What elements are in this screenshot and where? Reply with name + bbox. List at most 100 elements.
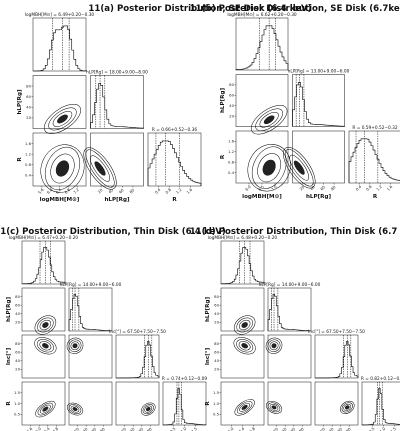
x-tick-label: 6.0 bbox=[46, 187, 54, 195]
cell-frame bbox=[314, 334, 359, 379]
corner-panel-1: 11(a) Posterior Distribution, SE Disk (6… bbox=[17, 4, 312, 203]
marginal-histogram bbox=[361, 388, 400, 426]
y-tick-label: 80 bbox=[229, 82, 234, 87]
x-tick-label: 1.0 bbox=[180, 426, 188, 431]
joint-cell bbox=[83, 132, 144, 190]
y-tick-label: 60 bbox=[15, 303, 20, 308]
x-tick-label: 60 bbox=[90, 426, 97, 431]
density-core bbox=[42, 322, 49, 328]
cell-frame bbox=[314, 381, 359, 426]
density-contour bbox=[265, 401, 283, 414]
y-tick-label: 80 bbox=[15, 341, 20, 346]
y-tick-label: 20 bbox=[229, 113, 234, 118]
parameter-estimate: logMBH[M⊙] = 6.47+0.20−0.20 bbox=[9, 235, 79, 241]
marginal-cell: Inc[°] = 67.50+7.50−7.50 bbox=[308, 329, 365, 379]
marginal-histogram bbox=[32, 25, 87, 72]
joint-cell bbox=[235, 130, 291, 192]
cell-frame bbox=[220, 287, 265, 332]
cell-frame bbox=[220, 240, 265, 285]
joint-cell bbox=[283, 130, 345, 189]
x-tick-label: 1.0 bbox=[379, 426, 387, 431]
marginal-histogram bbox=[21, 247, 66, 285]
x-tick-label: 60 bbox=[118, 187, 125, 194]
panel-title: 11(d) Posterior Distribution, Thin Disk … bbox=[190, 227, 400, 237]
joint-cell bbox=[66, 381, 113, 426]
density-contour bbox=[40, 144, 85, 193]
x-tick-label: 20 bbox=[120, 426, 127, 431]
cell-frame bbox=[292, 74, 345, 127]
y-tick-label: 60 bbox=[229, 93, 234, 98]
marginal-cell: hLP[Rg] = 14.00+9.00−6.00 bbox=[60, 282, 122, 332]
y-tick-label: 60 bbox=[15, 350, 20, 355]
x-tick-label: 5.6 bbox=[37, 187, 45, 195]
y-axis-label: Inc[°] bbox=[205, 347, 211, 365]
joint-cell bbox=[314, 381, 359, 426]
y-tick-label: 60 bbox=[214, 350, 219, 355]
cell-frame bbox=[235, 74, 289, 127]
marginal-histogram bbox=[90, 83, 144, 129]
parameter-estimate: logMBH[M⊙] = 6.49+0.20−0.30 bbox=[25, 12, 95, 18]
cell-frame bbox=[267, 334, 312, 379]
y-tick-label: 20 bbox=[214, 367, 219, 372]
corner-panel-4: 11(d) Posterior Distribution, Thin Disk … bbox=[190, 227, 400, 431]
cell-frame bbox=[32, 75, 87, 129]
x-axis-label: R bbox=[172, 197, 177, 203]
density-contour bbox=[267, 402, 281, 413]
y-tick-label: 1.6 bbox=[228, 139, 235, 144]
y-tick-label: 60 bbox=[214, 303, 219, 308]
marginal-histogram bbox=[348, 138, 400, 183]
density-contour bbox=[250, 105, 288, 135]
marginal-histogram bbox=[115, 341, 160, 379]
x-tick-label: 20 bbox=[97, 187, 104, 194]
density-contour bbox=[39, 341, 52, 351]
x-tick-label: 1.2 bbox=[375, 184, 383, 192]
density-core bbox=[241, 322, 248, 328]
y-tick-label: 0.4 bbox=[25, 173, 32, 178]
marginal-histogram bbox=[292, 82, 345, 127]
density-contour bbox=[37, 402, 54, 416]
density-contour bbox=[83, 147, 117, 190]
x-tick-label: 0.8 bbox=[164, 187, 172, 195]
cell-frame bbox=[361, 381, 400, 426]
y-axis-label: hLP[Rg] bbox=[6, 297, 12, 323]
joint-cell bbox=[115, 381, 160, 426]
density-contour bbox=[66, 337, 84, 354]
corner-panel-2: 11(b) Posterior Distribution, SE Disk (6… bbox=[190, 4, 400, 200]
density-contour bbox=[36, 339, 54, 353]
density-core bbox=[146, 407, 151, 411]
cell-frame bbox=[68, 381, 113, 426]
cell-frame bbox=[348, 130, 400, 184]
density-contour bbox=[341, 402, 353, 413]
marginal-histogram bbox=[314, 341, 359, 379]
marginal-cell: hLP[Rg] = 18.00+9.00−8.00 bbox=[86, 70, 148, 129]
x-tick-label: 20 bbox=[272, 426, 279, 431]
x-tick-label: 6.4 bbox=[55, 187, 63, 195]
density-contour bbox=[343, 403, 352, 411]
x-tick-label: 0.4 bbox=[154, 187, 162, 195]
density-contour bbox=[39, 319, 52, 331]
joint-cell bbox=[235, 74, 289, 135]
density-contour bbox=[251, 146, 287, 189]
marginal-histogram bbox=[220, 247, 265, 285]
x-tick-label: 6.0 bbox=[34, 426, 42, 431]
x-axis-label: hLP[Rg] bbox=[306, 194, 332, 200]
x-tick-label: 80 bbox=[99, 426, 106, 431]
cell-frame bbox=[21, 240, 66, 285]
x-tick-label: 40 bbox=[328, 426, 335, 431]
cell-frame bbox=[267, 287, 312, 332]
panel-title: 11(c) Posterior Distribution, Thin Disk … bbox=[0, 227, 226, 237]
density-contour bbox=[66, 402, 84, 416]
density-core bbox=[241, 405, 248, 410]
y-tick-label: 1.6 bbox=[25, 141, 32, 146]
x-tick-label: 40 bbox=[309, 184, 316, 191]
density-contour bbox=[239, 402, 251, 412]
y-tick-label: 40 bbox=[229, 103, 234, 108]
density-contour bbox=[236, 317, 253, 333]
density-contour bbox=[43, 104, 81, 134]
y-tick-label: 80 bbox=[15, 294, 20, 299]
density-contour bbox=[236, 339, 254, 353]
y-tick-label: 1.2 bbox=[228, 149, 235, 154]
x-tick-label: 5.6 bbox=[26, 426, 34, 431]
cell-frame bbox=[32, 17, 87, 72]
joint-cell bbox=[32, 132, 87, 193]
